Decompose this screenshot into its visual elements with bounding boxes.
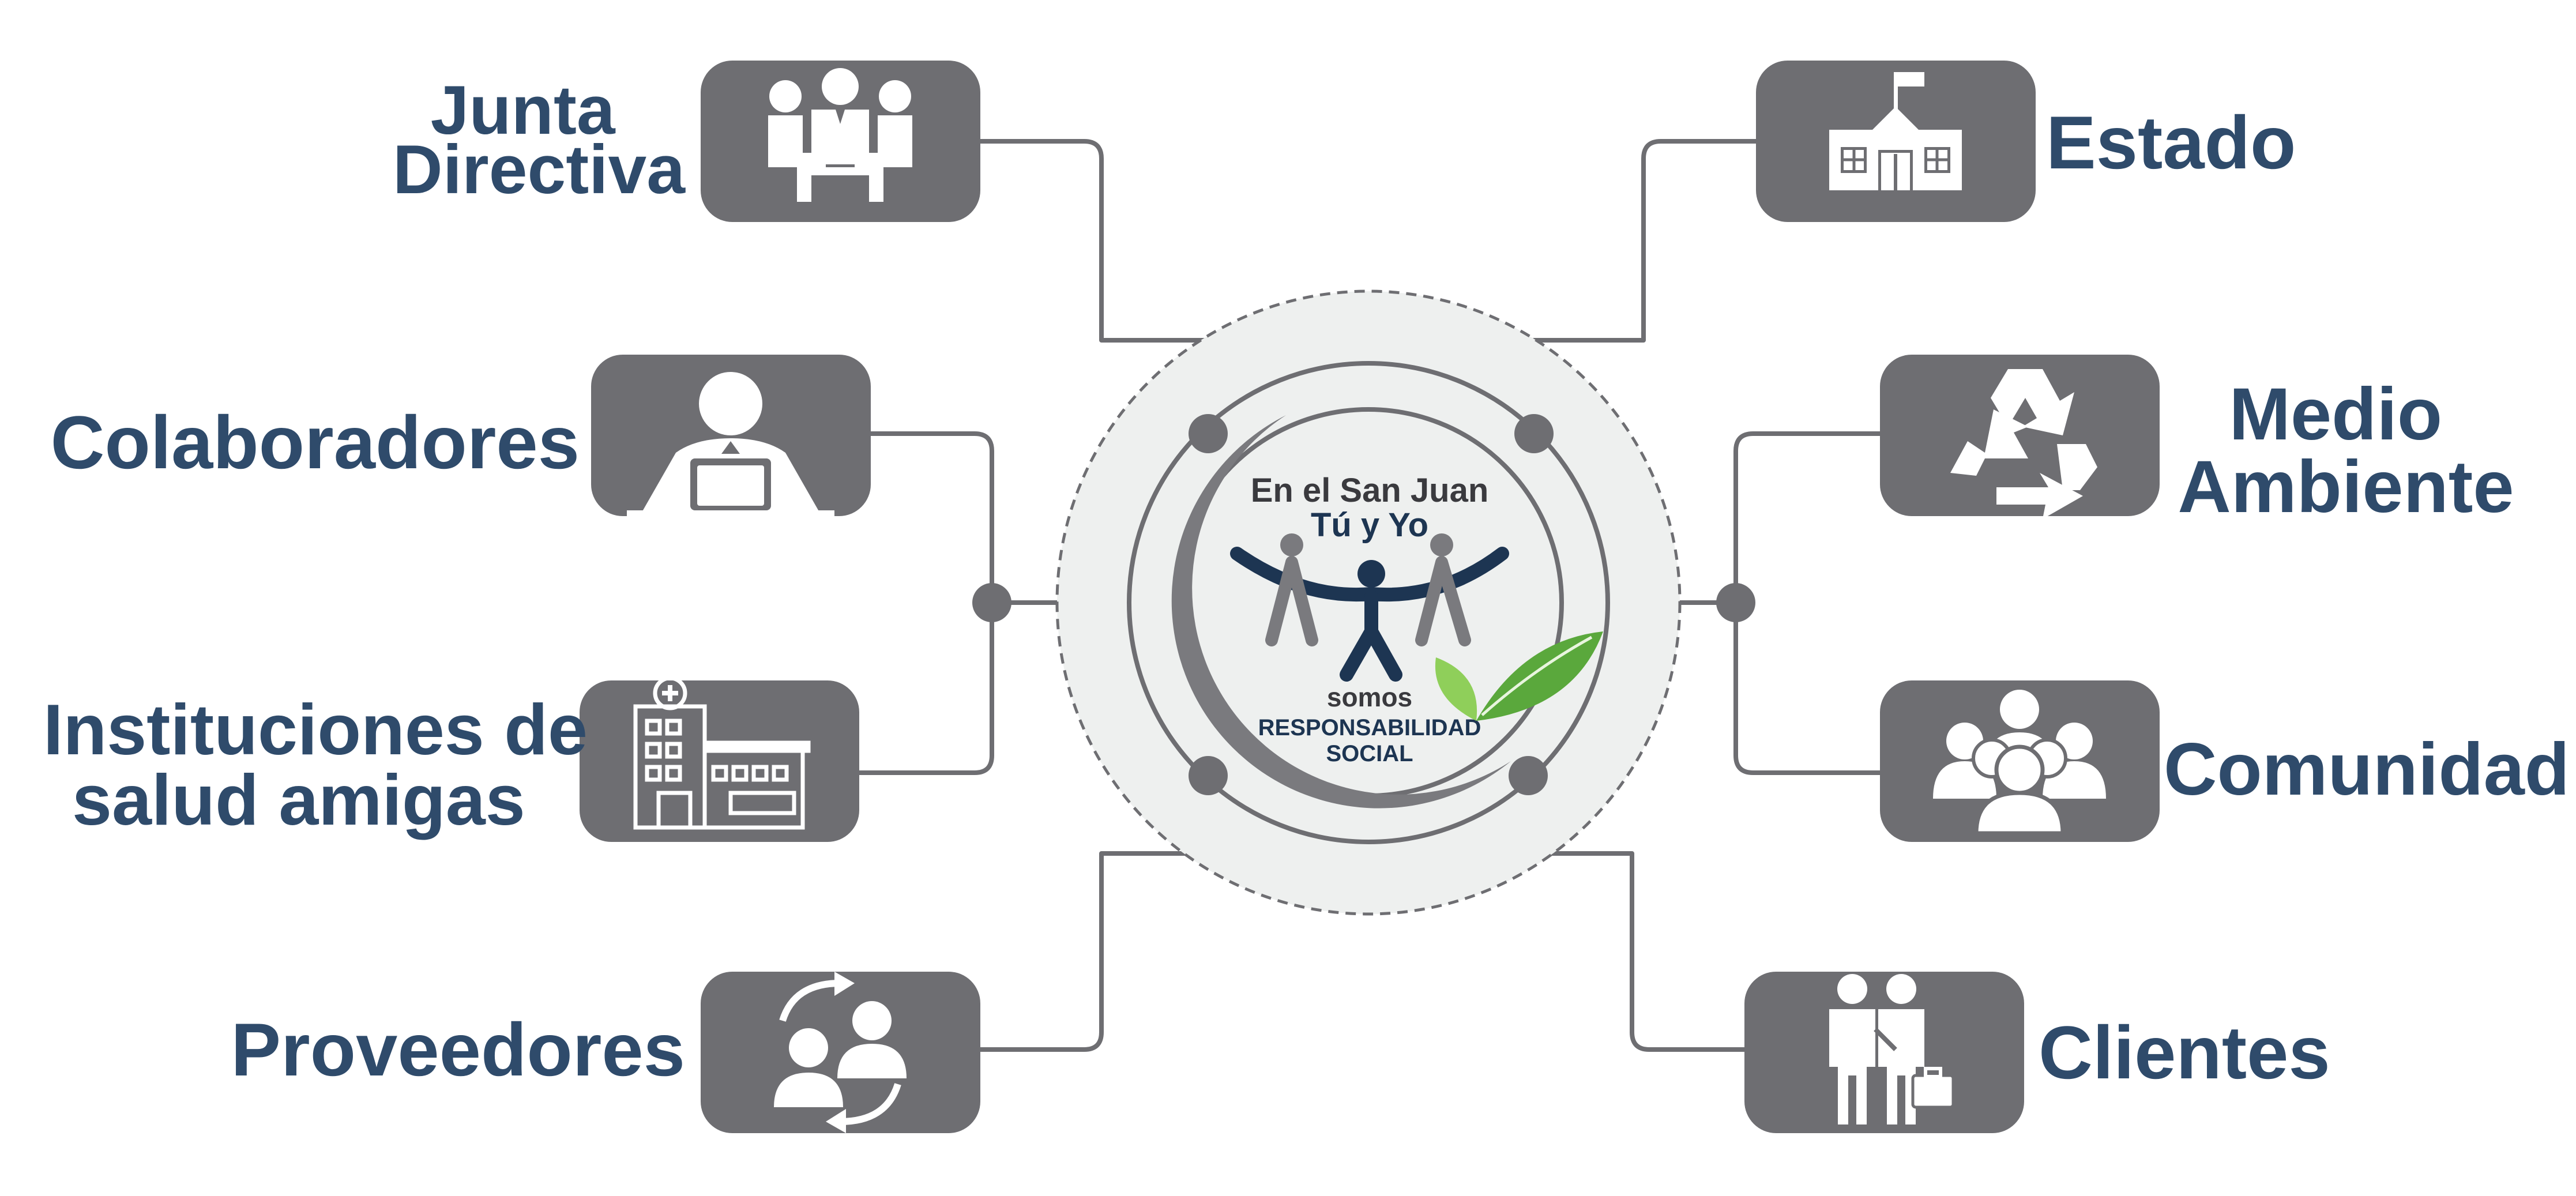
community-group-icon xyxy=(1933,690,2106,836)
school-building-icon xyxy=(1829,72,1962,190)
connector-estado xyxy=(1532,139,1756,434)
connector-instituciones xyxy=(859,600,994,775)
exchange-people-icon xyxy=(774,972,907,1133)
logo-leaf-small xyxy=(1435,657,1477,721)
meeting-icon xyxy=(768,68,912,202)
logo-line-2: Tú y Yo xyxy=(1311,506,1428,544)
hub-dot-left xyxy=(972,583,1011,622)
logo-line-4: RESPONSABILIDAD xyxy=(1258,715,1481,740)
label-junta-directiva: Junta Directiva xyxy=(393,72,686,208)
hub-dot-bottom-right xyxy=(1509,756,1548,795)
logo-line-3: somos xyxy=(1327,682,1412,712)
node-labels: Junta Directiva Colaboradores Institucio… xyxy=(43,72,2570,1095)
label-medio-ambiente-line-1: Medio xyxy=(2229,373,2442,456)
hub-dot-top-right xyxy=(1514,414,1554,453)
connector-clientes xyxy=(1526,776,1744,1052)
laptop-worker-icon xyxy=(627,372,834,517)
hub-dot-bottom-left xyxy=(1189,756,1228,795)
center-outer-ring xyxy=(1127,361,1610,844)
label-junta-directiva-line-2: Directiva xyxy=(393,131,686,208)
logo-leaf-large xyxy=(1476,631,1603,721)
logo-figure-right-legs xyxy=(1415,556,1471,646)
logo-people-figures xyxy=(1230,533,1509,682)
logo-figure-body xyxy=(1340,590,1402,682)
hub-dot-top-left xyxy=(1189,414,1228,453)
connector-proveedores xyxy=(980,776,1210,1052)
label-colaboradores: Colaboradores xyxy=(51,400,580,484)
box-instituciones xyxy=(580,680,859,842)
label-proveedores: Proveedores xyxy=(231,1007,685,1092)
recycle-icon xyxy=(1950,369,2097,519)
connector-colaboradores xyxy=(871,431,994,600)
label-comunidad: Comunidad xyxy=(2164,728,2570,811)
label-instituciones-line-2: salud amigas xyxy=(72,761,525,840)
logo-line-5: SOCIAL xyxy=(1326,741,1413,766)
label-estado: Estado xyxy=(2046,100,2296,185)
hospital-icon xyxy=(633,676,811,830)
node-icons xyxy=(627,68,2106,1133)
label-medio-ambiente-line-2: Ambiente xyxy=(2178,446,2514,528)
logo-leaf-vein xyxy=(1481,635,1593,716)
logo-figure-head-center xyxy=(1357,560,1385,588)
logo-figure-head-right xyxy=(1430,533,1453,556)
connector-medio-ambiente xyxy=(1733,431,1880,600)
logo-figure-left-legs xyxy=(1265,556,1318,646)
label-medio-ambiente: Medio Ambiente xyxy=(2178,373,2514,528)
connector-junta-directiva xyxy=(980,139,1210,434)
hub-dot-right xyxy=(1716,583,1755,622)
box-proveedores xyxy=(701,972,980,1133)
business-people-icon xyxy=(1829,974,1955,1124)
connector-comunidad xyxy=(1733,600,1880,775)
logo-figure-head-left xyxy=(1280,533,1303,556)
label-instituciones: Instituciones de salud amigas xyxy=(43,690,607,840)
label-clientes: Clientes xyxy=(2039,1010,2330,1095)
box-colaboradores xyxy=(591,355,871,516)
logo-line-1: En el San Juan xyxy=(1251,472,1489,509)
label-instituciones-line-1: Instituciones de xyxy=(43,690,588,770)
center-emblem: En el San Juan Tú y Yo somos RESPONSABIL… xyxy=(972,289,1755,916)
label-junta-directiva-line-1: Junta xyxy=(431,72,616,149)
